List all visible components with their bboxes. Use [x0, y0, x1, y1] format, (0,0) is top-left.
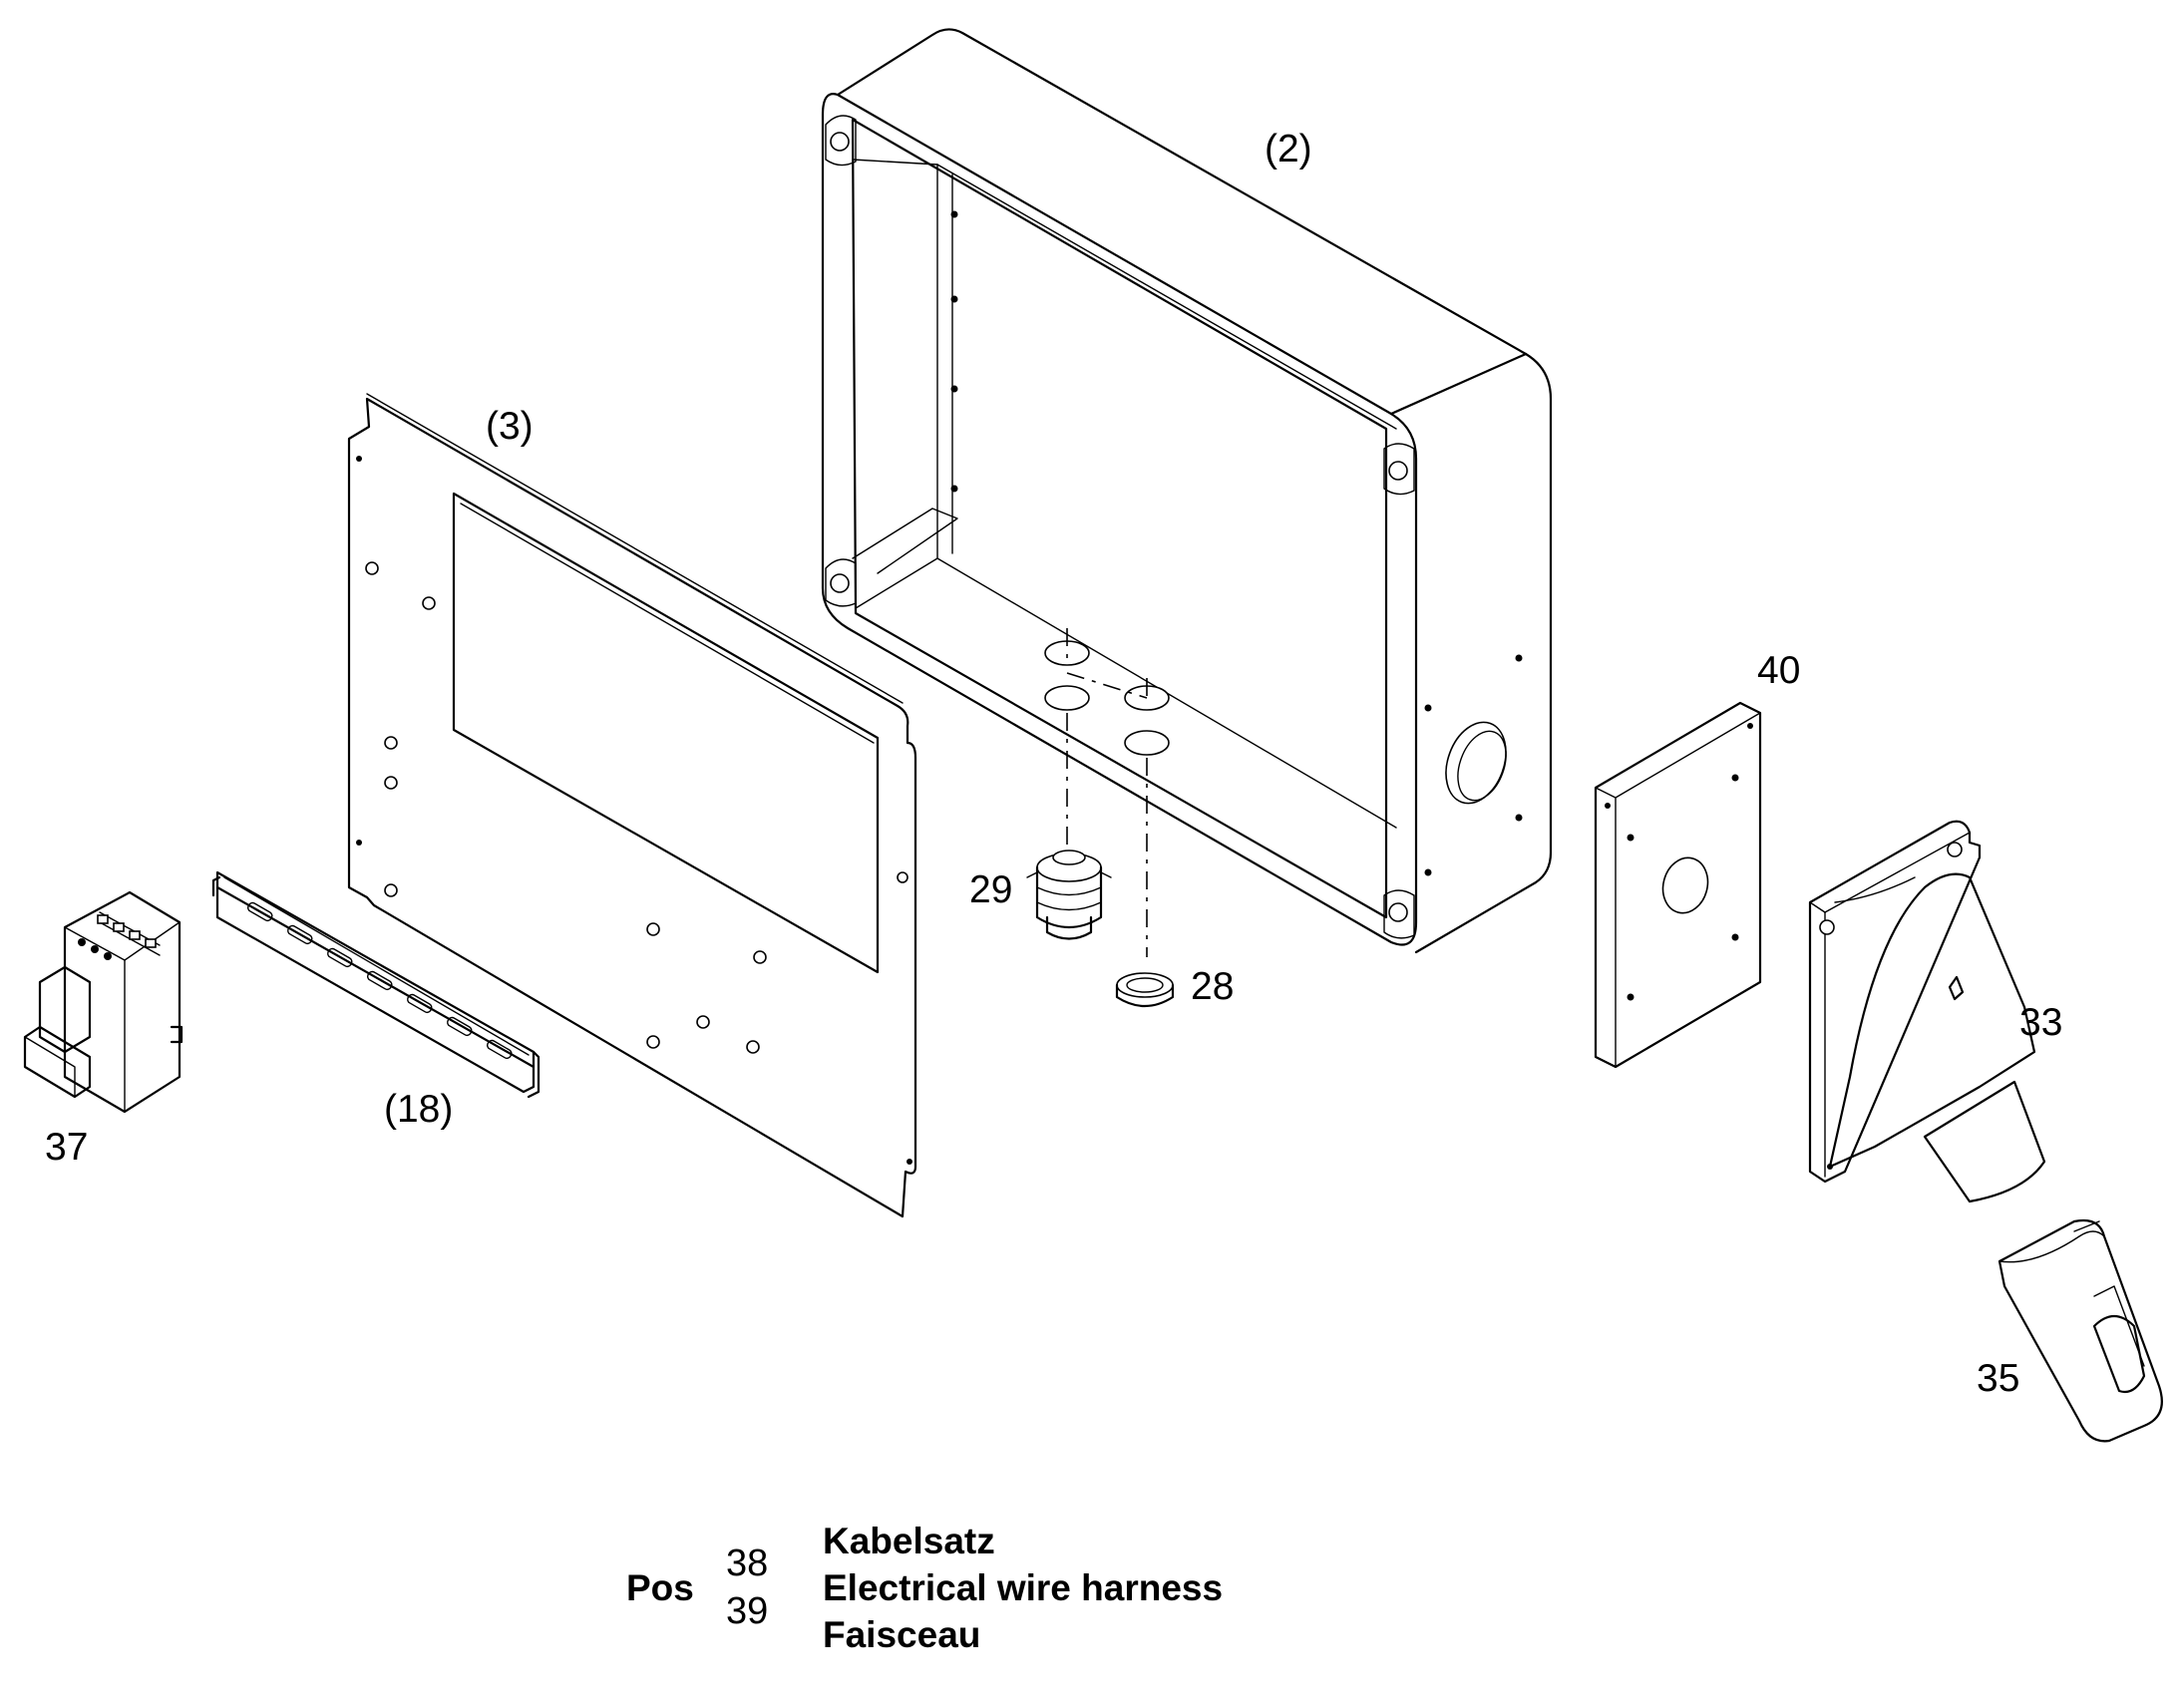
label-part-37: 37: [45, 1126, 88, 1169]
label-part-33: 33: [2019, 1001, 2062, 1044]
circuit-breaker: [23, 890, 183, 1114]
label-part-28: 28: [1191, 965, 1234, 1008]
label-part-29: 29: [969, 868, 1012, 911]
legend-kabelsatz: Kabelsatz: [823, 1521, 995, 1561]
legend-number-39: 39: [726, 1590, 768, 1632]
blanking-plug: [1115, 972, 1175, 1008]
label-part-18: (18): [384, 1088, 453, 1131]
cee-socket: [1808, 820, 2046, 1203]
label-part-2: (2): [1265, 128, 1312, 171]
label-part-40: 40: [1757, 649, 1800, 692]
din-rail: [211, 870, 541, 1099]
adapter-plate: [1594, 701, 1762, 1069]
legend-number-38: 38: [726, 1542, 768, 1584]
enclosure-box: [821, 28, 1553, 957]
legend-electrical-wire-harness: Electrical wire harness: [823, 1567, 1223, 1608]
label-part-3: (3): [486, 405, 534, 448]
legend-pos: Pos: [626, 1567, 694, 1608]
mounting-plate: [347, 393, 917, 1218]
socket-cover-cap: [1998, 1218, 2163, 1443]
cable-gland: [1026, 850, 1112, 940]
legend: Pos 38 39 Kabelsatz Electrical wire harn…: [626, 1521, 1223, 1655]
legend-faisceau: Faisceau: [823, 1614, 980, 1655]
label-part-35: 35: [1977, 1357, 2019, 1400]
